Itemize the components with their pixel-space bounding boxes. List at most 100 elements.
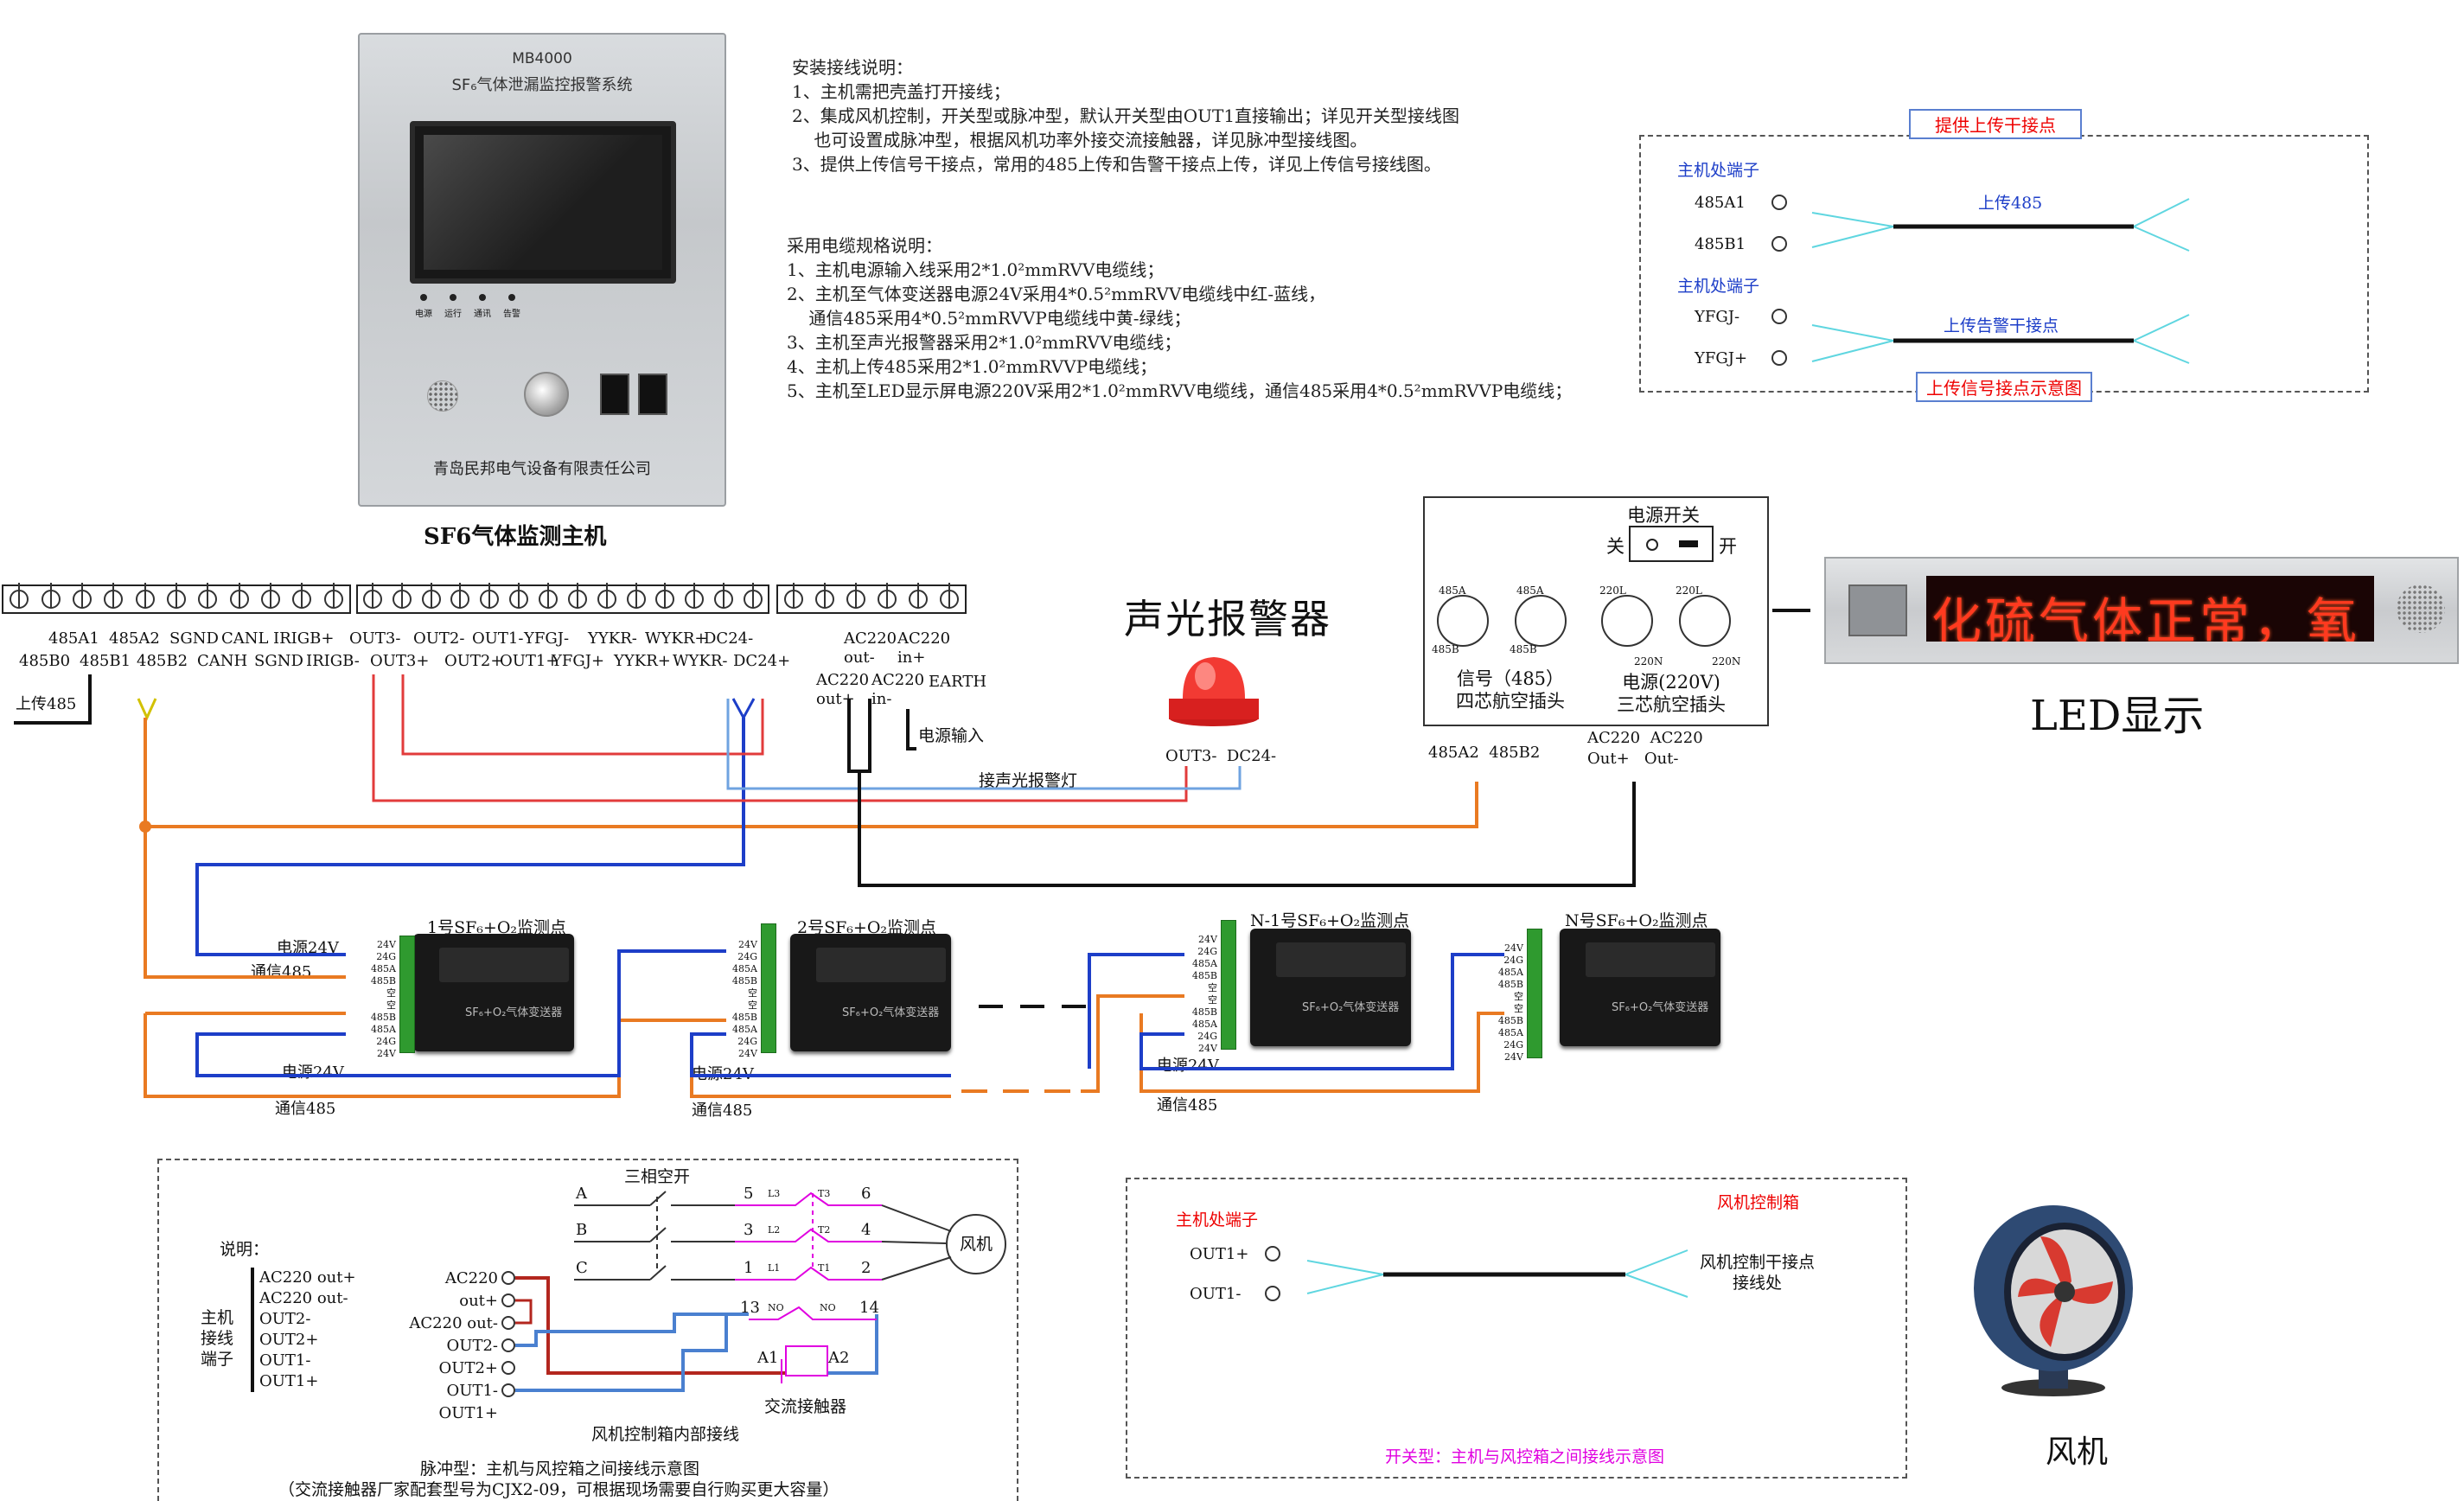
contact-num: T3 (818, 1188, 831, 1199)
pin-label: 485B (1510, 643, 1537, 655)
sensor-term: 空 (1514, 991, 1523, 1002)
upload-term-label-2: 主机处端子 (1677, 277, 1760, 296)
contactor-n14: 14 (859, 1299, 879, 1317)
contact-num: 5 (744, 1185, 754, 1203)
term-OUT1-: OUT1- (472, 629, 524, 648)
term-ac220-out-plus: AC220 out+ (816, 671, 870, 708)
contactor-label: 交流接触器 (764, 1397, 847, 1416)
sensor-term: 485B (370, 1012, 396, 1023)
upload-line1-label: 上传485 (1978, 194, 2043, 213)
pin-label: 485A (1439, 584, 1466, 597)
bus-comm-label: 通信485 (251, 963, 312, 981)
switch-off-dot-icon (1646, 539, 1658, 551)
host-device-photo: MB4000 SF₆气体泄漏监控报警系统 电源 运行 通讯 告警 青岛民邦电气设… (358, 33, 726, 507)
led-label-run: 运行 (444, 310, 462, 319)
sensor-term: 485A (1192, 958, 1217, 969)
power-switch[interactable] (1629, 526, 1714, 562)
upload-t4: YFGJ+ (1695, 349, 1748, 367)
sensor-device-label: SF₆+O₂气体变送器 (1302, 1001, 1400, 1014)
panel-ac-terms: AC220 AC220 Out+ Out- (1587, 729, 1703, 768)
term-YYKR+: YYKR+ (614, 652, 671, 670)
upload-t1: 485A1 (1695, 194, 1746, 212)
wire-orange-led (145, 782, 1478, 828)
fan-photo-icon (1971, 1202, 2135, 1401)
sensor-terminal-labels: 24V 24G 485A 485B 空 空 485B 485A 24G 24V (1152, 934, 1217, 1055)
sensor-term: 空 (1208, 994, 1217, 1006)
switch-caption: 开关型：主机与风控箱之间接线示意图 (1385, 1447, 1665, 1466)
contactor-no1: NO (768, 1302, 784, 1313)
sensor-term: 24V (738, 939, 757, 950)
term-ac220-in-plus: AC220 in+ (897, 629, 951, 667)
breaker-label: 三相空开 (624, 1167, 691, 1186)
contact-num: L2 (768, 1224, 781, 1236)
term-IRIGB+: IRIGB+ (273, 629, 335, 648)
pin-label: 220N (1712, 655, 1741, 667)
led-speaker-icon (2397, 584, 2445, 633)
host-screen (410, 121, 676, 284)
term-OUT1+: OUT1+ (500, 652, 559, 670)
power-connector-label: 电源(220V) 三芯航空插头 (1617, 672, 1726, 715)
sensor-term: 485B (731, 975, 757, 987)
alarm-terminals: OUT3- DC24- (1165, 747, 1277, 765)
cable-note-line: 3、主机至声光报警器采用2*1.0²mmRVV电缆线； (787, 332, 1182, 353)
led-scroll-text: 化硫气体正常，氧 (1931, 592, 2361, 642)
pin-label: 485B (1432, 643, 1459, 655)
contact-num: 1 (744, 1259, 754, 1277)
terminal-strip-1 (2, 583, 351, 614)
wire-485-ends (137, 698, 157, 721)
contact-num: 4 (861, 1221, 871, 1239)
sensor-term: 空 (748, 1000, 757, 1011)
sensor-term: 24G (1503, 955, 1523, 966)
alarm-lamp-icon (1165, 650, 1262, 728)
sensor-device-label: SF₆+O₂气体变送器 (1612, 1001, 1709, 1014)
pulse-caption-1: 脉冲型：主机与风控箱之间接线示意图 (420, 1459, 700, 1479)
sensor-device-label: SF₆+O₂气体变送器 (465, 1006, 563, 1019)
upload-line2-label: 上传告警干接点 (1944, 316, 2059, 335)
contact-num: 6 (861, 1185, 871, 1203)
pulse-side-label: 主机 接线 端子 (201, 1308, 234, 1369)
term-YYKR-: YYKR- (588, 629, 637, 648)
pin-label: 220L (1599, 584, 1626, 597)
wire-red-out3b (401, 674, 764, 756)
switch-right-label: 风机控制干接点 接线处 (1700, 1253, 1816, 1293)
sensor-term: 485B (1191, 970, 1217, 981)
sensor-term: 485A (732, 963, 757, 974)
sensor-term: 空 (386, 987, 396, 999)
term-DC24-: DC24- (704, 629, 754, 648)
buzzer-button-icon (524, 372, 569, 417)
sensor-term: 24V (1198, 1043, 1217, 1054)
upload-box-top-title: 提供上传干接点 (1909, 109, 2082, 139)
pulse-explain-item: AC220 out+ (259, 1268, 356, 1287)
cable-note-line: 4、主机上传485采用2*1.0²mmRVVP电缆线； (787, 356, 1158, 377)
sensor-term: 24G (1197, 946, 1217, 957)
rocker-switch-2-icon (638, 374, 667, 415)
term-YFGJ+: YFGJ+ (552, 652, 605, 670)
term-485B2: 485B2 (137, 652, 188, 670)
phase-b-label: B (576, 1221, 588, 1239)
sensor-4-device: SF₆+O₂气体变送器 (1560, 929, 1720, 1046)
fan-motor-label: 风机 (960, 1235, 993, 1254)
cable-note-line: 1、主机电源输入线采用2*1.0²mmRVV电缆线； (787, 259, 1165, 280)
pulse-host-term: OUT2- (446, 1337, 498, 1355)
pulse-host-term: AC220 out- (409, 1314, 498, 1332)
pulse-host-terms: AC220 out+ AC220 out- OUT2- OUT2+ OUT1- … (406, 1268, 498, 1425)
cable-note-line: 通信485采用4*0.5²mmRVVP电缆线中黄-绿线； (787, 308, 1191, 329)
wire-black-ac2 (859, 699, 871, 773)
install-notes: 安装接线说明： 1、主机需把壳盖打开接线； 2、集成风机控制，开关型或脉冲型，默… (792, 55, 1459, 176)
wire-junction (139, 821, 151, 833)
pulse-explain-item: AC220 out- (259, 1289, 348, 1307)
alarm-wire-label: 接声光报警灯 (979, 771, 1078, 790)
sensor-2-terminal-block (761, 923, 776, 1053)
sensor-term: 485A (371, 963, 396, 974)
sensor-terminal-labels: 24V 24G 485A 485B 空 空 485B 485A 24G 24V (330, 939, 396, 1060)
wire-power-input (906, 709, 916, 750)
contact-num: T1 (818, 1262, 831, 1274)
cable-note-line: 5、主机至LED显示屏电源220V采用2*1.0²mmRVV电缆线，通信485采… (787, 380, 1573, 401)
connector-4pin-1-icon (1437, 595, 1489, 647)
pulse-host-term: OUT1+ (438, 1404, 498, 1422)
term-SGND: SGND (254, 652, 303, 670)
pulse-explain-item: OUT2+ (259, 1331, 319, 1349)
coil-box (785, 1345, 828, 1376)
sensor-term: 24V (1504, 942, 1523, 954)
contactor-no2: NO (820, 1302, 836, 1313)
